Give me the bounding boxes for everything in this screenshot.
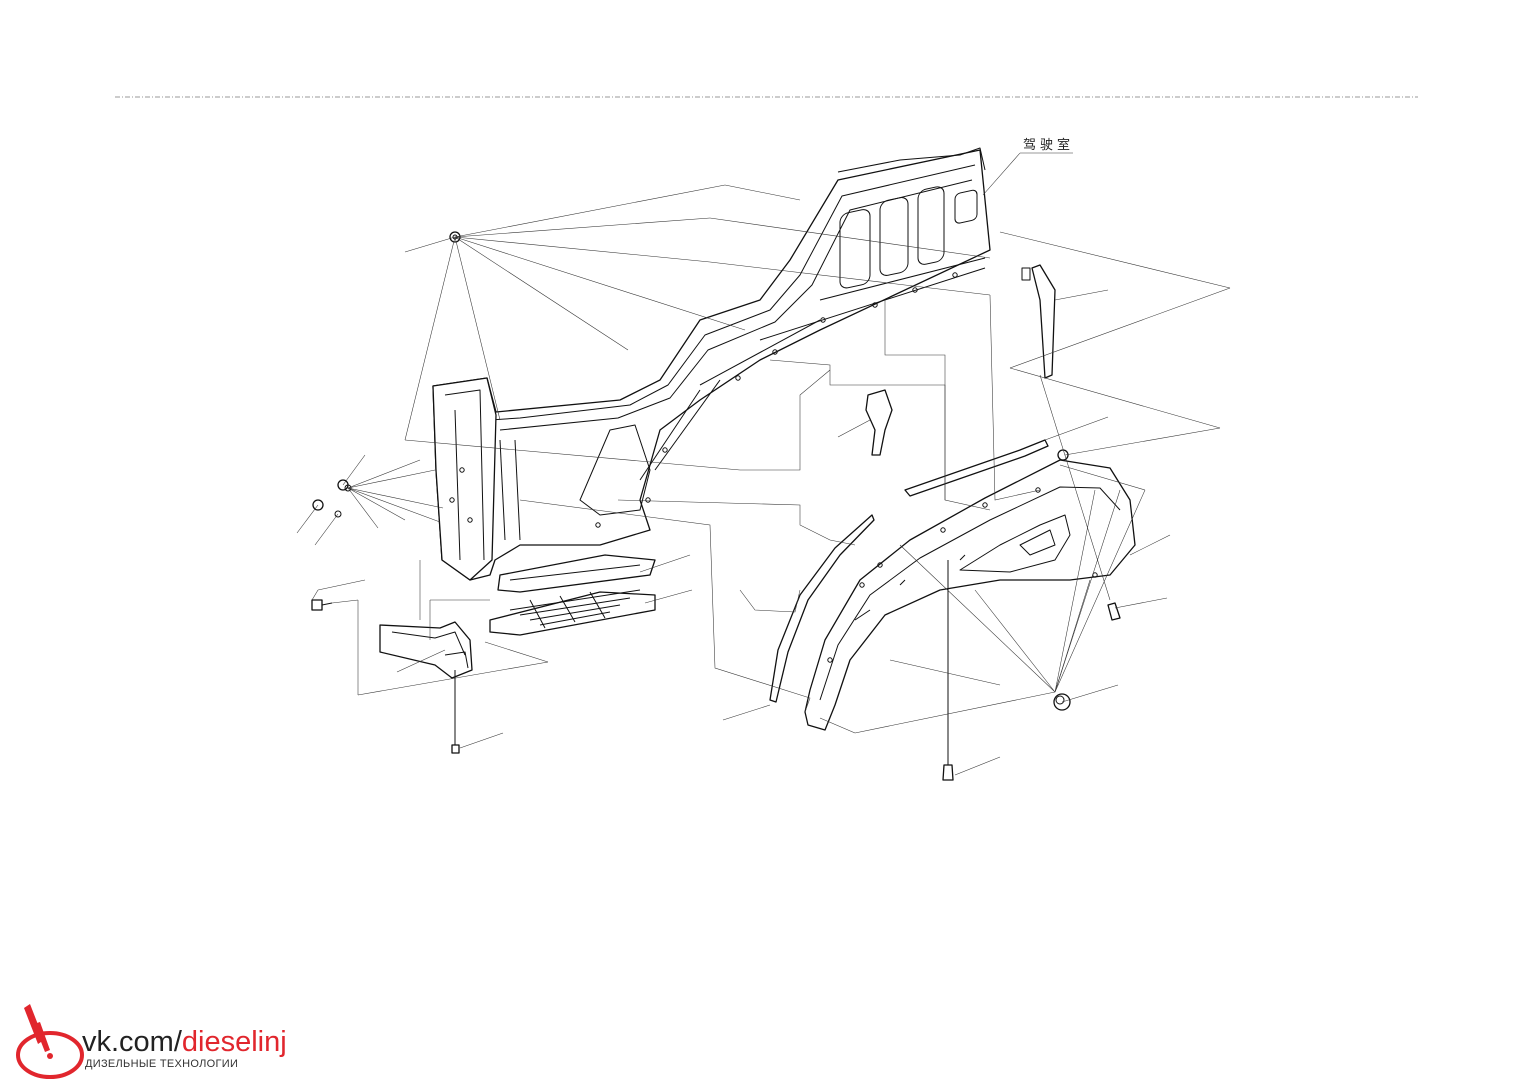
fastener-bolt-center xyxy=(942,560,954,781)
lower-mounting-bracket xyxy=(379,621,473,679)
step-tread xyxy=(489,589,656,636)
watermark-highlight: dieselinj xyxy=(181,1026,287,1058)
watermark-subtitle: ДИЗЕЛЬНЫЕ ТЕХНОЛОГИИ xyxy=(85,1058,239,1070)
cabin-label: 驾驶室 xyxy=(1023,138,1075,153)
step-bracket xyxy=(497,554,656,593)
leader-lines xyxy=(296,152,1231,776)
wheelhouse-frame xyxy=(432,149,991,581)
watermark-prefix: vk.com/ xyxy=(82,1026,182,1058)
trim-strip xyxy=(904,439,1049,497)
injector-logo-icon xyxy=(16,1004,84,1079)
fastener-bolt-right xyxy=(1107,602,1121,621)
fastener-bolt-left xyxy=(311,599,333,611)
watermark-url: vk.com/dieselinj xyxy=(82,1026,287,1059)
splash-strip xyxy=(1021,264,1056,379)
fender-liner xyxy=(769,514,875,703)
inner-bracket xyxy=(865,389,893,456)
fastener-nut-left xyxy=(312,479,352,518)
watermark: vk.com/dieselinj ДИЗЕЛЬНЫЕ ТЕХНОЛОГИИ xyxy=(10,1000,310,1080)
fender xyxy=(804,459,1136,731)
fastener-bolt-bottom xyxy=(451,670,460,754)
cab-flange xyxy=(837,147,986,173)
